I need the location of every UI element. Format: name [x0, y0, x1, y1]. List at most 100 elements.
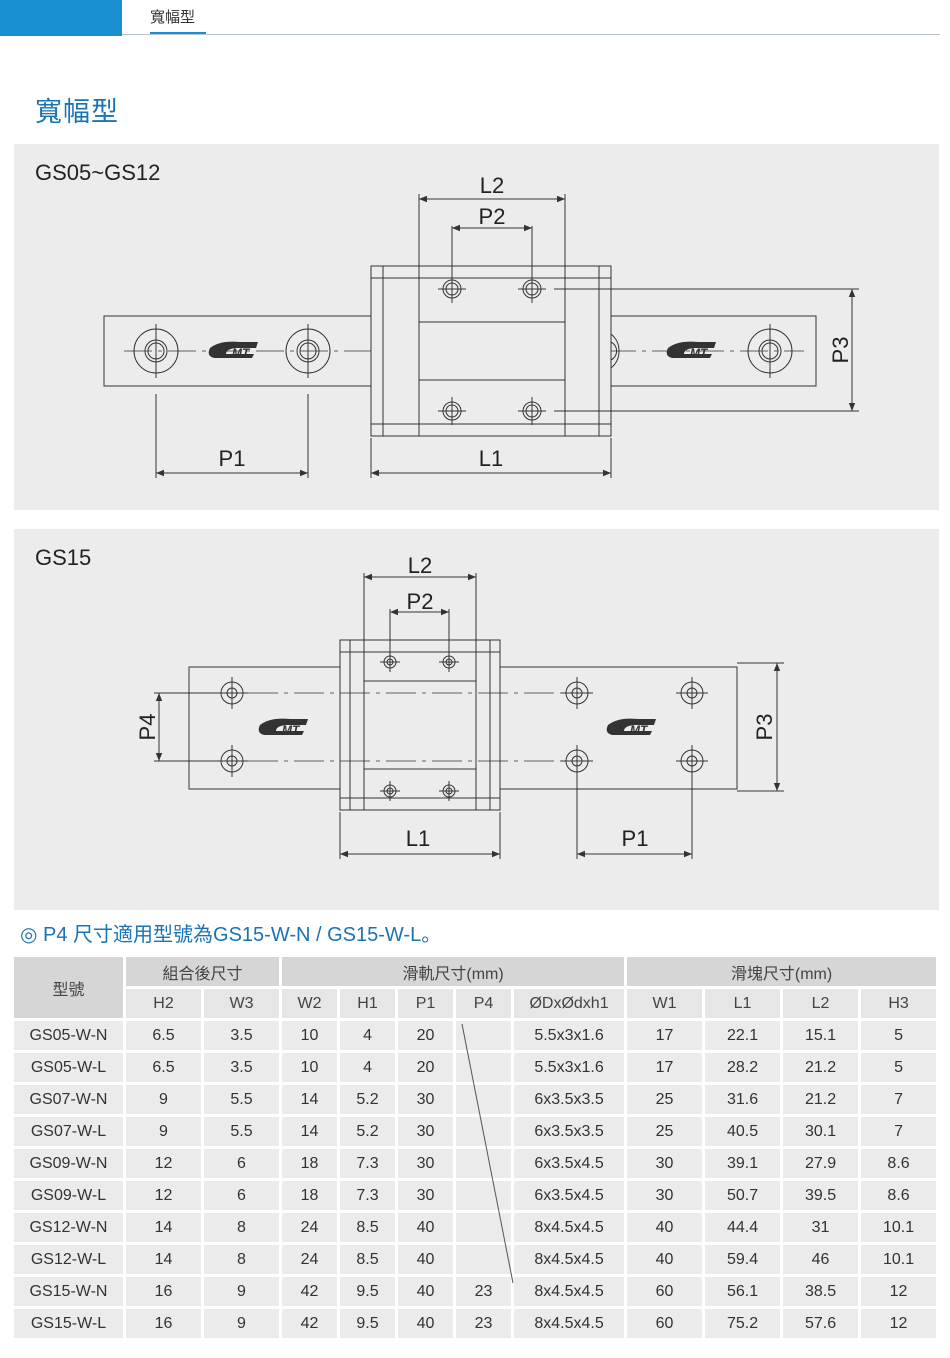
- value-cell: 40.5: [705, 1117, 781, 1146]
- cmt-logo-icon: MT: [208, 341, 258, 360]
- value-cell: 5.5x3x1.6: [514, 1021, 625, 1050]
- column-header: W3: [204, 989, 280, 1018]
- value-cell: 30.1: [783, 1117, 859, 1146]
- drawing-panel-gs15: GS15: [14, 529, 939, 910]
- value-cell: 4: [340, 1053, 396, 1082]
- header-divider: [122, 34, 940, 35]
- value-cell: 44.4: [705, 1213, 781, 1242]
- value-cell: 40: [398, 1277, 454, 1306]
- value-cell: 8x4.5x4.5: [514, 1245, 625, 1274]
- value-cell: 9: [126, 1117, 201, 1146]
- value-cell: 23: [456, 1277, 512, 1306]
- value-cell: 56.1: [705, 1277, 781, 1306]
- value-cell: 8.5: [340, 1213, 396, 1242]
- value-cell: 8x4.5x4.5: [514, 1213, 625, 1242]
- value-cell: 6x3.5x3.5: [514, 1085, 625, 1114]
- value-cell: 14: [126, 1213, 201, 1242]
- value-cell: 6x3.5x4.5: [514, 1149, 625, 1178]
- model-cell: GS12-W-L: [14, 1245, 123, 1274]
- value-cell: 8x4.5x4.5: [514, 1277, 625, 1306]
- value-cell: 3.5: [204, 1053, 280, 1082]
- column-header: L2: [783, 989, 859, 1018]
- p4-note: ◎ P4 尺寸適用型號為GS15-W-N / GS15-W-L。: [20, 924, 442, 946]
- block-screw-holes: [438, 275, 546, 425]
- value-cell: 38.5: [783, 1277, 859, 1306]
- model-cell: GS05-W-N: [14, 1021, 123, 1050]
- dim-label-p2: P2: [407, 589, 434, 614]
- value-cell: 21.2: [783, 1053, 859, 1082]
- column-header: P4: [456, 989, 512, 1018]
- value-cell: 24: [282, 1245, 338, 1274]
- value-cell: 5: [861, 1021, 937, 1050]
- value-cell: 6x3.5x4.5: [514, 1181, 625, 1210]
- value-cell: 6: [204, 1149, 280, 1178]
- cmt-logo-icon: MT: [666, 341, 716, 360]
- value-cell: 9: [204, 1277, 280, 1306]
- value-cell: 10.1: [861, 1213, 937, 1242]
- value-cell: 8: [204, 1213, 280, 1242]
- column-header: W1: [627, 989, 703, 1018]
- value-cell: [456, 1117, 512, 1146]
- dim-label-p1: P1: [219, 446, 246, 471]
- value-cell: 7: [861, 1117, 937, 1146]
- value-cell: 30: [627, 1149, 703, 1178]
- value-cell: 8.6: [861, 1149, 937, 1178]
- value-cell: 9.5: [340, 1309, 396, 1338]
- value-cell: 30: [398, 1117, 454, 1146]
- column-header: H1: [340, 989, 396, 1018]
- value-cell: 9.5: [340, 1277, 396, 1306]
- group-header-assembled: 組合後尺寸: [126, 957, 280, 986]
- dim-label-p4: P4: [135, 714, 160, 741]
- column-header: W2: [282, 989, 338, 1018]
- value-cell: 27.9: [783, 1149, 859, 1178]
- value-cell: 23: [456, 1309, 512, 1338]
- top-bar: 寬幅型: [0, 0, 950, 36]
- drawing-panel-gs05-gs12: GS05~GS12: [14, 144, 939, 510]
- svg-text:MT: MT: [630, 723, 649, 737]
- value-cell: 17: [627, 1053, 703, 1082]
- value-cell: 7.3: [340, 1149, 396, 1178]
- value-cell: 40: [627, 1213, 703, 1242]
- value-cell: 10.1: [861, 1245, 937, 1274]
- value-cell: 9: [204, 1309, 280, 1338]
- cmt-logo-icon: MT: [258, 718, 308, 737]
- value-cell: 60: [627, 1309, 703, 1338]
- value-cell: 50.7: [705, 1181, 781, 1210]
- column-header: P1: [398, 989, 454, 1018]
- rail-holes: [216, 677, 708, 777]
- value-cell: 16: [126, 1309, 201, 1338]
- value-cell: 6x3.5x3.5: [514, 1117, 625, 1146]
- value-cell: [456, 1053, 512, 1082]
- value-cell: 8.5: [340, 1245, 396, 1274]
- model-cell: GS09-W-N: [14, 1149, 123, 1178]
- value-cell: 12: [861, 1309, 937, 1338]
- value-cell: 46: [783, 1245, 859, 1274]
- panel-title: GS05~GS12: [35, 160, 161, 185]
- column-header: ØDxØdxh1: [514, 989, 625, 1018]
- value-cell: 75.2: [705, 1309, 781, 1338]
- svg-text:MT: MT: [232, 346, 251, 360]
- column-header: H3: [861, 989, 937, 1018]
- value-cell: 17: [627, 1021, 703, 1050]
- value-cell: 57.6: [783, 1309, 859, 1338]
- value-cell: 5.5: [204, 1085, 280, 1114]
- brand-block: [0, 0, 122, 36]
- drawing-gs05-gs12: MT MT L2 P2 P1 L1 P3: [103, 173, 859, 478]
- value-cell: 7: [861, 1085, 937, 1114]
- value-cell: 15.1: [783, 1021, 859, 1050]
- table-column-header-row: H2 W3 W2 H1 P1 P4 ØDxØdxh1 W1 L1 L2 H3: [14, 989, 937, 1018]
- model-cell: GS15-W-N: [14, 1277, 123, 1306]
- value-cell: 14: [126, 1245, 201, 1274]
- block-screw-holes: [380, 652, 459, 801]
- value-cell: 16: [126, 1277, 201, 1306]
- table-group-header-row: 型號 組合後尺寸 滑軌尺寸(mm) 滑塊尺寸(mm): [14, 957, 937, 1018]
- dim-label-l2: L2: [408, 553, 432, 578]
- tab-wide-type[interactable]: 寬幅型: [150, 8, 196, 26]
- value-cell: 10: [282, 1021, 338, 1050]
- model-cell: GS07-W-L: [14, 1117, 123, 1146]
- value-cell: 14: [282, 1117, 338, 1146]
